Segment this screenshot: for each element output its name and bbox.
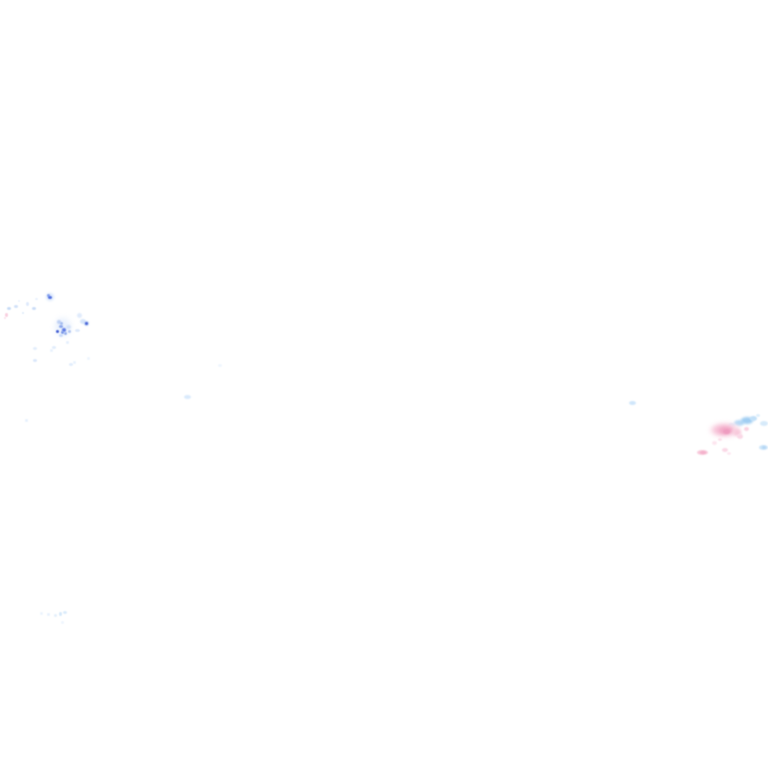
precip-echo [734,420,744,426]
precip-echo [61,331,64,334]
precip-echo [52,346,56,349]
precip-echo [4,317,6,319]
precip-echo [744,427,749,431]
precip-echo [727,452,731,455]
precip-echo [712,441,717,445]
precip-echo [69,363,73,366]
precip-echo [56,330,59,333]
precip-echo [46,293,54,301]
precip-echo [40,612,43,615]
precip-echo [710,423,740,437]
precip-echo [73,361,76,364]
precip-echo [47,613,50,616]
precip-echo [64,332,67,335]
precip-echo [57,320,61,324]
precip-echo [759,445,768,450]
precip-echo [85,322,88,325]
precip-echo [722,448,728,452]
precip-echo [75,329,80,332]
precip-echo [184,395,191,399]
precip-echo [66,325,71,329]
precip-echo [61,621,64,624]
precip-echo [737,434,743,439]
precip-echo [756,414,760,417]
precip-echo [5,313,8,317]
precip-echo [723,429,730,434]
precip-echo [7,307,11,310]
precip-echo [59,334,63,337]
precip-echo [32,307,36,310]
precip-echo [629,401,636,405]
precip-echo [762,446,766,449]
precip-echo [63,611,67,614]
precip-echo [77,313,82,318]
precip-echo [87,357,90,360]
precip-echo [47,294,50,297]
precip-echo [80,319,86,324]
precip-echo [60,322,63,325]
precip-echo [760,421,768,426]
precip-echo [733,429,741,436]
precip-echo [25,419,28,422]
precip-echo [700,451,706,454]
precip-echo [55,318,71,336]
precip-echo [26,302,29,306]
precip-echo [18,300,20,302]
precip-echo [750,416,757,421]
precip-echo [62,328,66,332]
precip-echo [218,364,222,367]
precip-echo [718,438,722,441]
precip-echo [66,341,69,344]
precip-echo [33,347,37,350]
precip-echo [697,450,708,455]
precip-echo [14,305,18,308]
precip-echo [50,349,53,352]
precip-echo [22,312,24,314]
precip-echo [35,298,38,300]
precip-echo [59,612,62,616]
precip-echo [54,614,57,617]
precip-echo [719,427,732,434]
precip-echo [728,423,735,428]
precip-echo [33,359,37,362]
precip-echo [68,330,71,333]
precip-echo [48,296,52,299]
precip-echo [59,325,63,328]
precip-echo [741,417,753,424]
precip-echo [714,425,734,435]
precip-echo [84,321,89,326]
